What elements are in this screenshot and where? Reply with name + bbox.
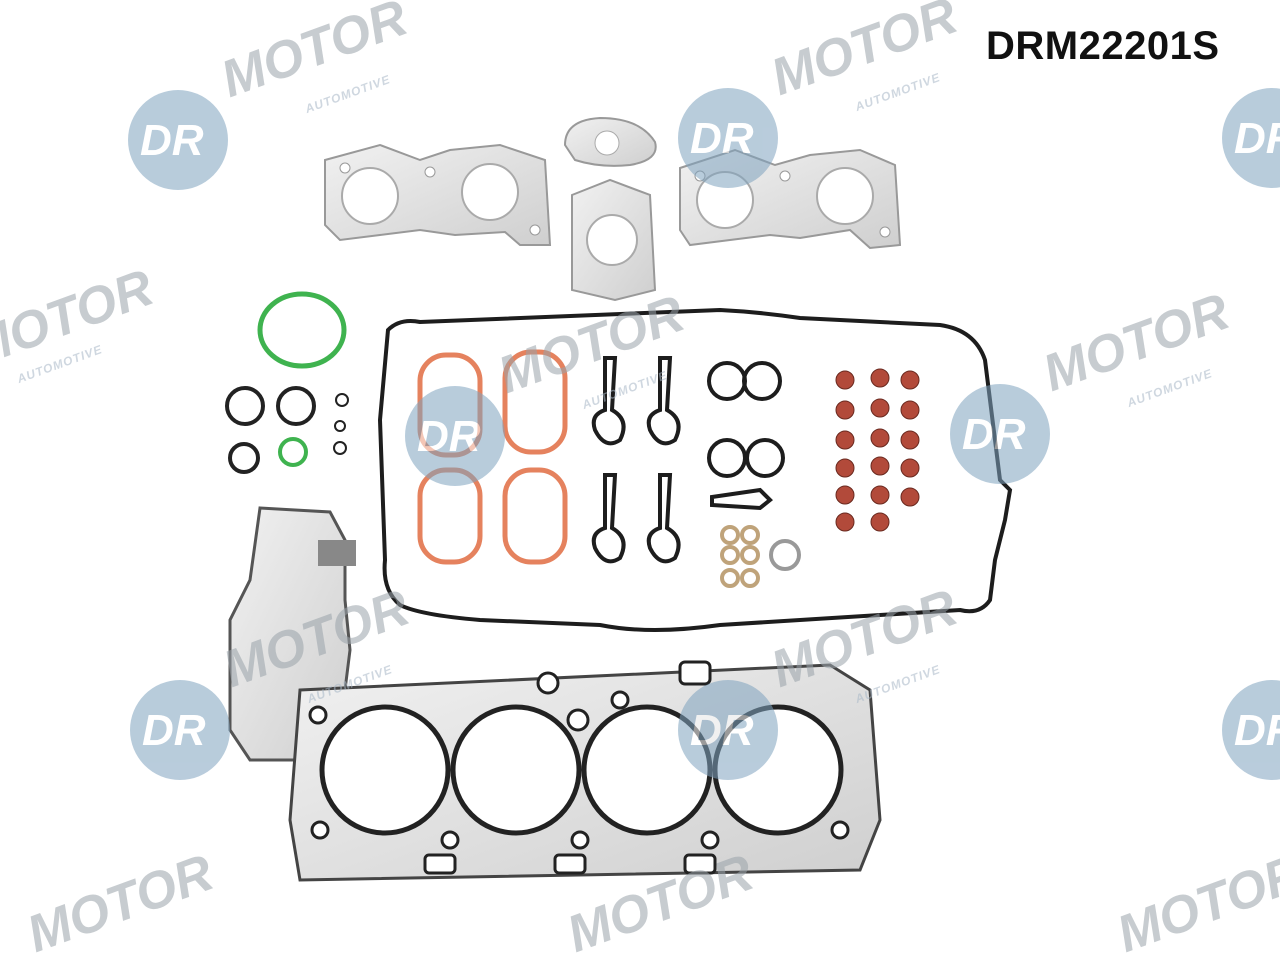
egr-gasket-small: [563, 116, 657, 167]
camshaft-seals: [591, 356, 785, 564]
misc-small-seals: [720, 525, 801, 588]
exhaust-manifold-gasket-left: [324, 143, 552, 246]
green-o-ring-small: [278, 437, 308, 467]
gasket-label-tag: [318, 540, 356, 566]
valve-cover-gasket: [377, 307, 1013, 632]
valve-stem-seals: [835, 368, 920, 532]
product-code-label: DRM22201S: [986, 24, 1220, 68]
green-o-ring-large: [257, 291, 347, 369]
small-o-rings-left: [225, 386, 349, 474]
turbo-gasket: [571, 178, 657, 302]
